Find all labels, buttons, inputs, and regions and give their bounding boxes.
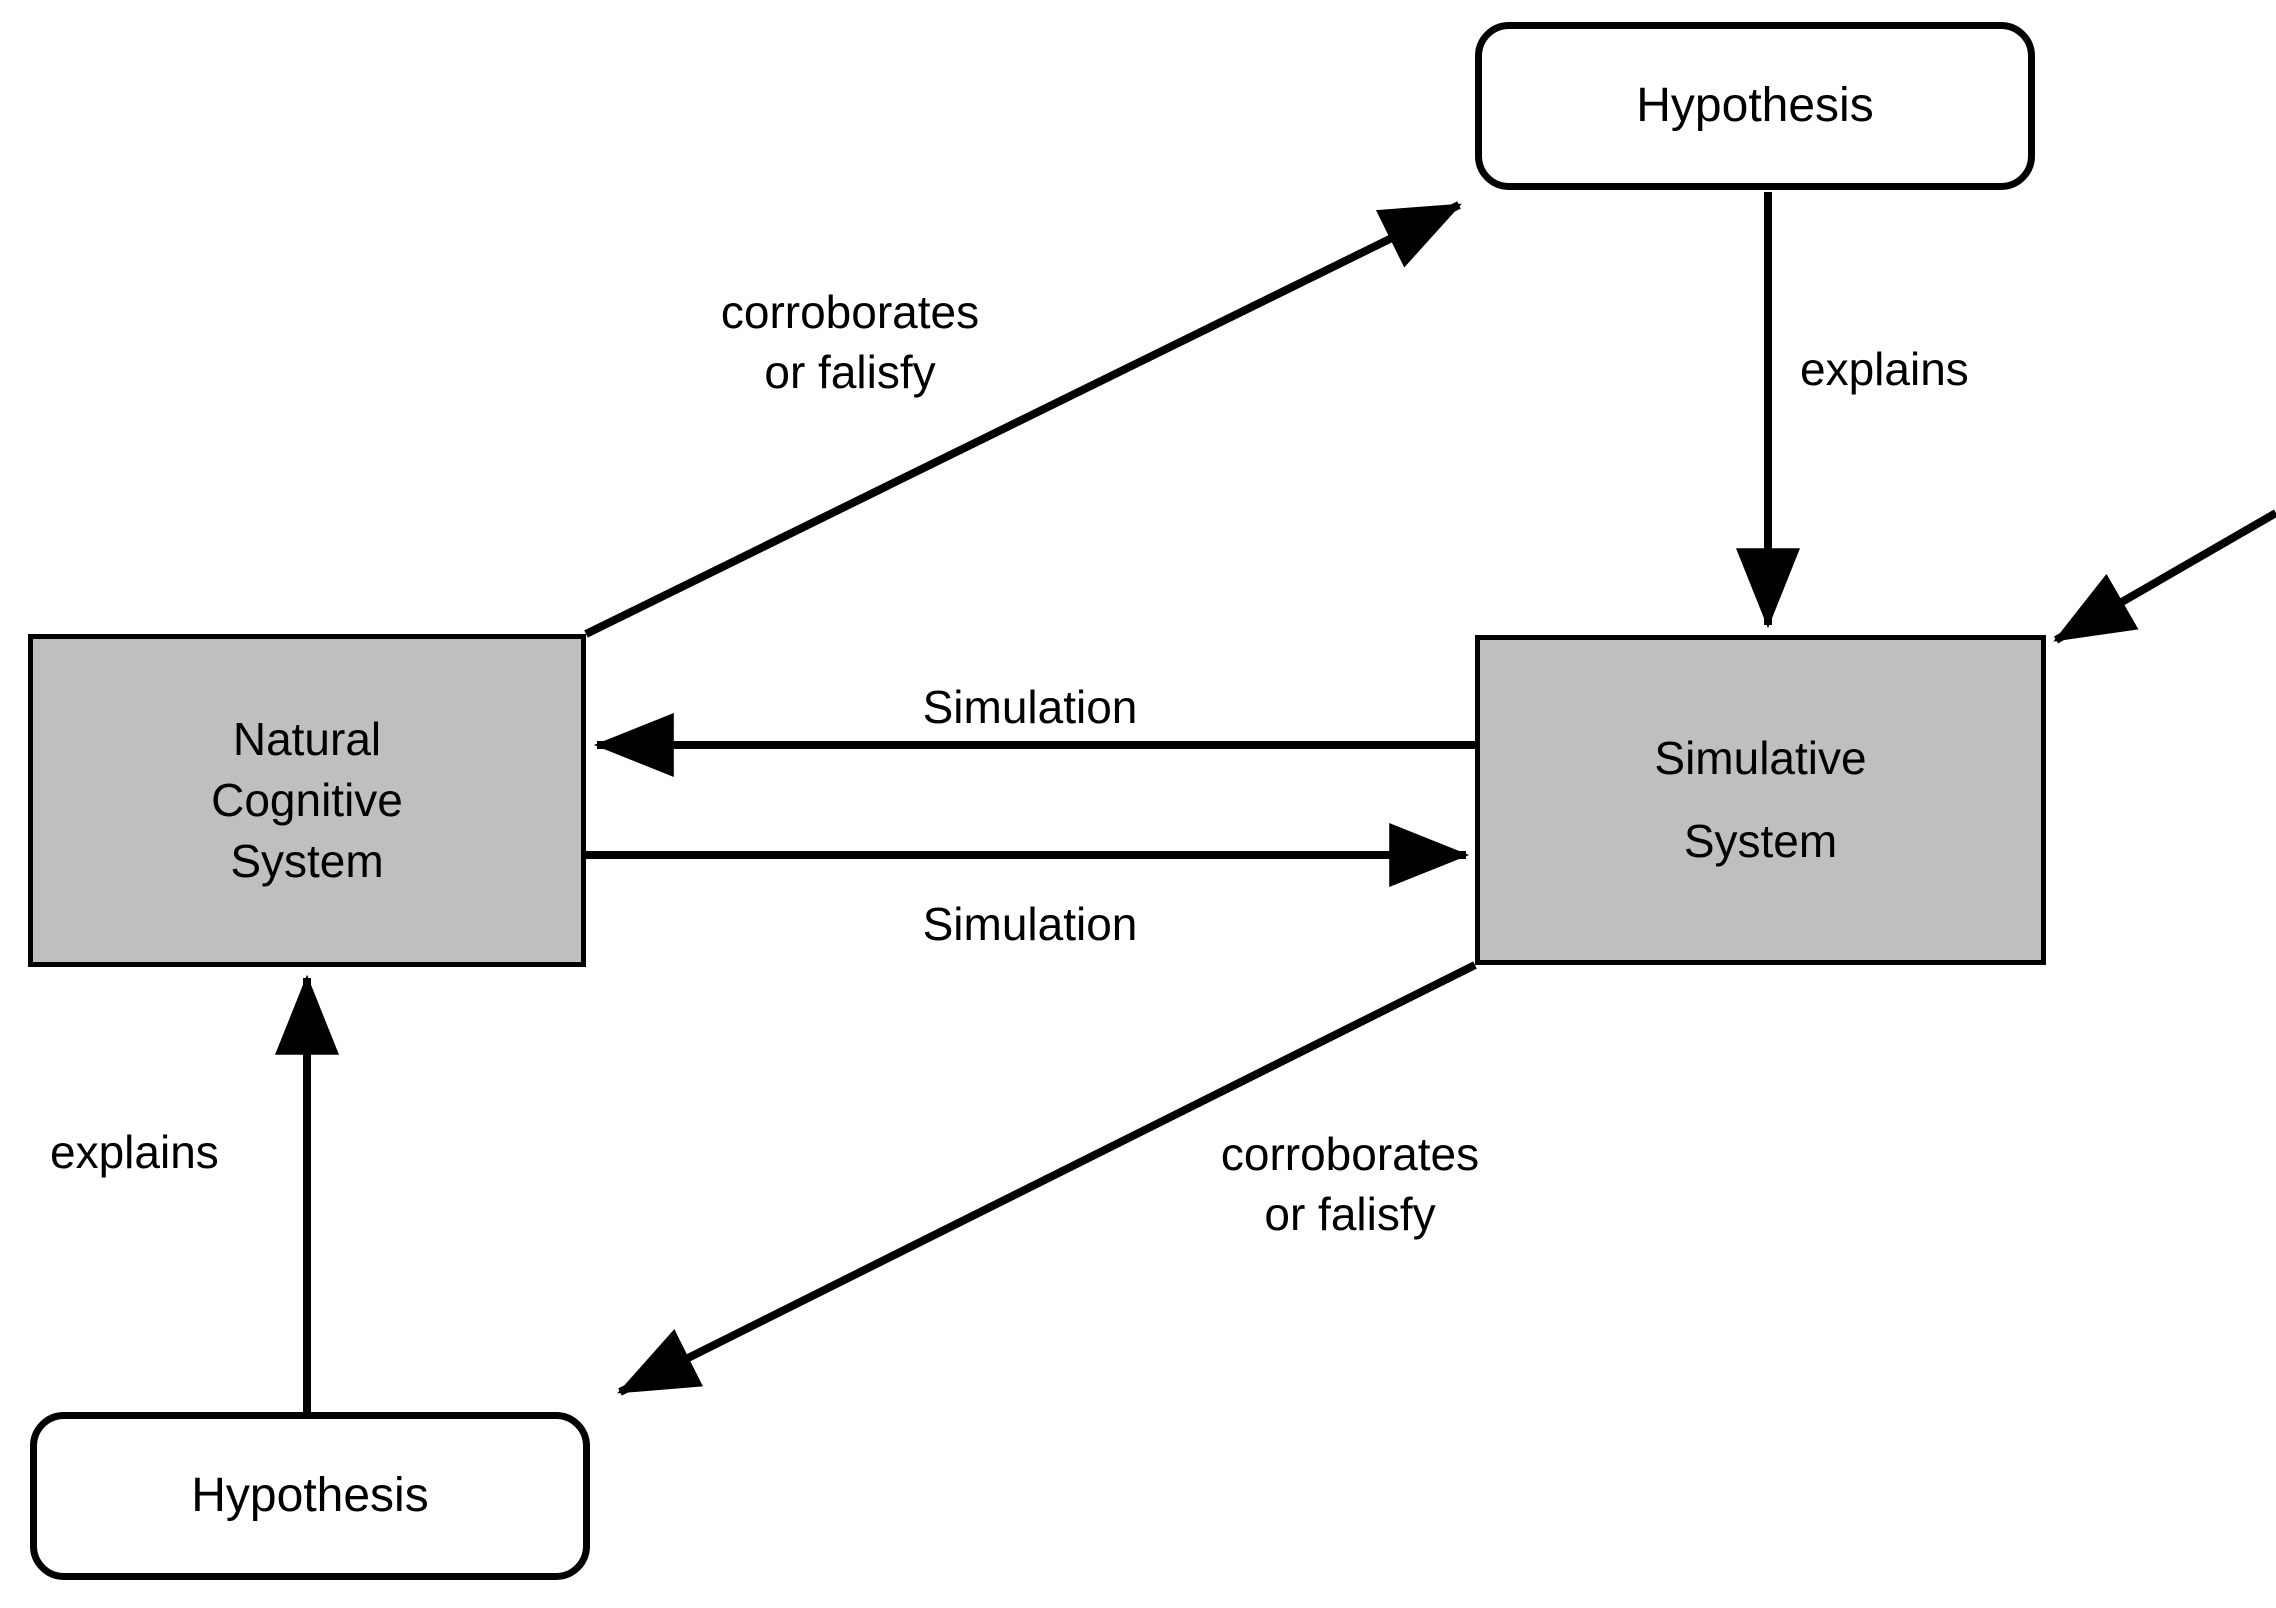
edge-label-line: explains: [50, 1126, 219, 1178]
edge-label-line: Simulation: [922, 681, 1138, 733]
node-label-line: Natural: [232, 713, 382, 766]
edge-label-corroborates-or-falisfy-lower: corroborates or falisfy: [1160, 1125, 1540, 1245]
edge-simulative-system-to-hypothesis-bottom: [617, 961, 1477, 1396]
node-label-line: Simulative: [1654, 732, 1867, 785]
edge-label-line: corroborates: [1220, 1128, 1480, 1180]
node-label-line: System: [1683, 815, 1838, 867]
edge-ncs-to-hypothesis-top: [584, 201, 1462, 638]
node-label-line: Cognitive: [211, 774, 403, 827]
edge-label-explains-bottom: explains: [50, 1123, 280, 1183]
edge-label-line: explains: [1800, 343, 1969, 395]
node-label-line: Hypothesis: [191, 1469, 429, 1523]
edge-label-simulation-lower: Simulation: [810, 895, 1250, 955]
edge-label-corroborates-or-falisfy-upper: corroborates or falisfy: [660, 283, 1040, 403]
edge-label-explains-top: explains: [1800, 340, 2060, 400]
node-hypothesis-top[interactable]: Hypothesis: [1475, 22, 2035, 190]
edge-label-line: Simulation: [922, 898, 1138, 950]
edge-label-line: corroborates: [720, 286, 980, 338]
edge-label-simulation-upper: Simulation: [810, 678, 1250, 738]
node-natural-cognitive-system[interactable]: Natural Cognitive System: [28, 634, 586, 967]
edge-label-line: or falisfy: [764, 345, 936, 398]
node-label-line: System: [230, 834, 384, 887]
node-label-line: Hypothesis: [1636, 79, 1874, 133]
edge-external-to-simulative-system: [2053, 509, 2276, 644]
node-simulative-system[interactable]: Simulative System: [1475, 635, 2046, 965]
node-hypothesis-bottom[interactable]: Hypothesis: [30, 1412, 590, 1580]
edge-label-line: or falisfy: [1264, 1187, 1436, 1240]
